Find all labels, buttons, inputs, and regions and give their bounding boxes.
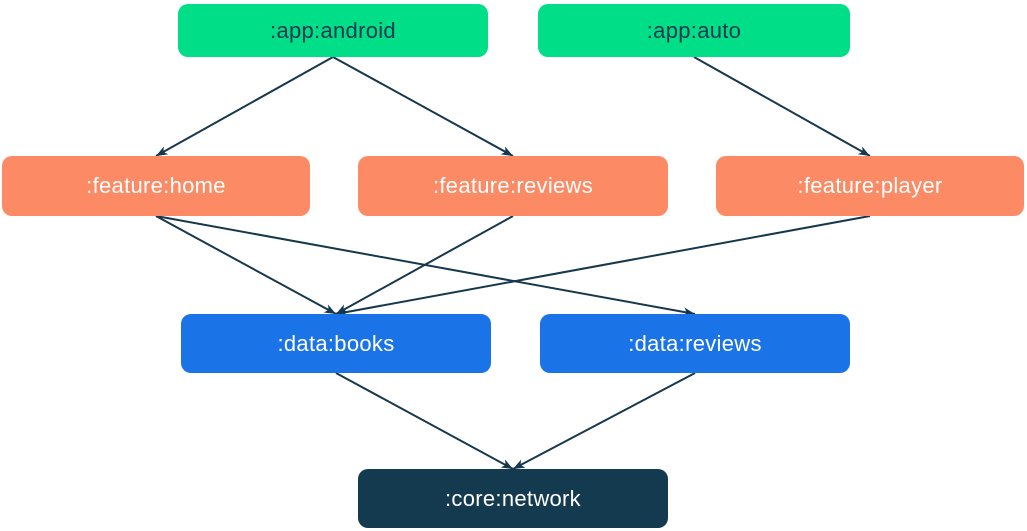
edge-feature-home-to-data-books: [155, 215, 337, 315]
module-node-label-core-network: :core:network: [445, 485, 581, 511]
module-node-data-books: :data:books: [181, 314, 491, 373]
module-node-feature-reviews: :feature:reviews: [358, 156, 668, 216]
module-node-data-reviews: :data:reviews: [540, 314, 850, 373]
edge-app-android-to-feature-home: [155, 56, 334, 157]
module-node-app-auto: :app:auto: [538, 4, 850, 57]
edge-feature-reviews-to-data-books: [335, 215, 514, 315]
module-node-label-app-android: :app:android: [270, 17, 396, 43]
module-node-label-feature-home: :feature:home: [86, 173, 226, 198]
edge-app-android-to-feature-reviews: [332, 56, 514, 157]
module-node-feature-player: :feature:player: [716, 156, 1024, 216]
module-node-feature-home: :feature:home: [2, 156, 310, 216]
edge-data-reviews-to-core-network: [512, 372, 696, 470]
edge-feature-player-to-data-books: [335, 215, 871, 317]
module-node-label-data-books: :data:books: [277, 330, 395, 356]
module-node-label-app-auto: :app:auto: [646, 17, 742, 43]
edge-app-auto-to-feature-player: [693, 56, 871, 157]
module-node-label-feature-player: :feature:player: [797, 173, 943, 198]
module-node-label-feature-reviews: :feature:reviews: [432, 173, 594, 198]
module-node-label-data-reviews: :data:reviews: [628, 330, 762, 356]
module-node-core-network: :core:network: [358, 469, 668, 528]
module-node-app-android: :app:android: [178, 4, 488, 57]
edge-data-books-to-core-network: [335, 372, 514, 470]
